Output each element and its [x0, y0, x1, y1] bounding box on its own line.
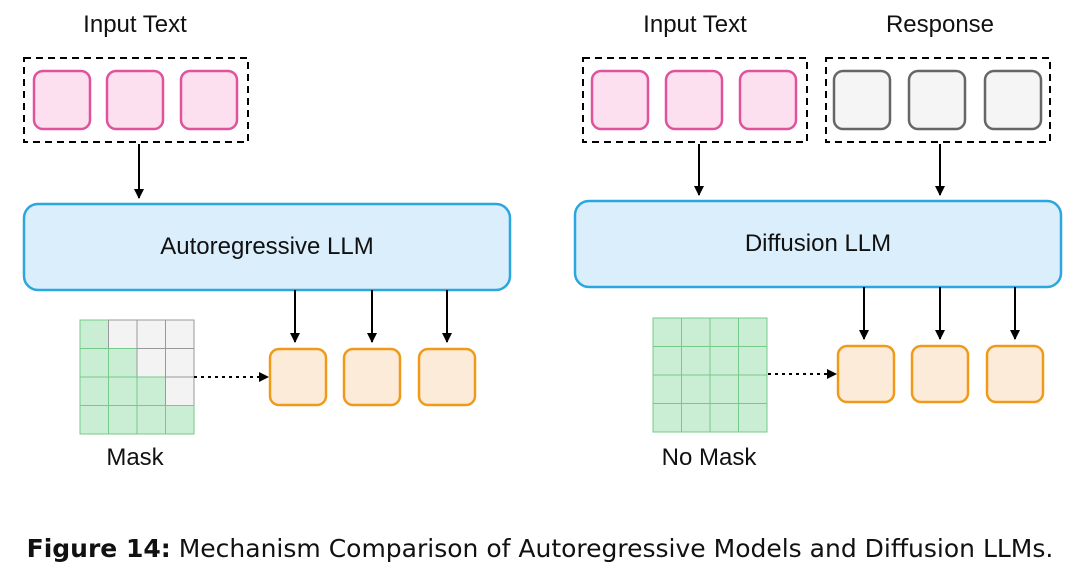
causal-mask-matrix	[79, 319, 195, 435]
mask-cell-visible	[681, 374, 711, 404]
mask-cell-visible	[681, 346, 711, 376]
diffusion-llm-box	[573, 199, 1063, 289]
right-input-group	[582, 57, 808, 143]
left-input-token	[105, 69, 165, 131]
right-input-token	[664, 69, 724, 131]
mask-cell-masked	[165, 348, 195, 378]
mask-cell-visible	[79, 319, 109, 349]
left-output-token	[417, 347, 477, 407]
mask-cell-visible	[652, 403, 682, 433]
mask-cell-visible	[709, 346, 739, 376]
left-input-text-label: Input Text	[83, 11, 187, 38]
caption-text: Mechanism Comparison of Autoregressive M…	[178, 534, 1054, 563]
autoregressive-llm-label: Autoregressive LLM	[160, 233, 373, 260]
mask-cell-masked	[165, 319, 195, 349]
mask-cell-visible	[79, 376, 109, 406]
left-input-token	[179, 69, 239, 131]
left-input-group	[23, 57, 249, 143]
left-input-token	[32, 69, 92, 131]
mask-cell-visible	[136, 405, 166, 435]
mask-cell-visible	[738, 374, 768, 404]
mask-cell-visible	[652, 346, 682, 376]
autoregressive-panel: Input Text Autoregressive LLM Mask	[22, 11, 512, 471]
response-group	[825, 57, 1051, 143]
right-input-text-label: Input Text	[643, 11, 747, 38]
mask-cell-visible	[108, 405, 138, 435]
mask-cell-visible	[652, 317, 682, 347]
mask-cell-masked	[108, 319, 138, 349]
mask-cell-visible	[709, 403, 739, 433]
no-mask-label: No Mask	[662, 444, 758, 471]
mechanism-diagram: Input Text Autoregressive LLM Mask Input…	[22, 11, 1063, 471]
full-attention-matrix	[652, 317, 768, 433]
mask-cell-visible	[738, 317, 768, 347]
left-output-token	[342, 347, 402, 407]
mask-cell-visible	[108, 348, 138, 378]
response-token	[907, 69, 967, 131]
left-output-token	[268, 347, 328, 407]
diffusion-llm-label: Diffusion LLM	[745, 230, 891, 257]
mask-cell-visible	[709, 317, 739, 347]
mask-cell-visible	[681, 403, 711, 433]
right-input-token	[590, 69, 650, 131]
response-token	[832, 69, 892, 131]
response-label: Response	[886, 11, 994, 38]
mask-cell-visible	[79, 405, 109, 435]
mask-cell-visible	[108, 376, 138, 406]
mask-cell-visible	[652, 374, 682, 404]
autoregressive-llm-box	[22, 202, 512, 292]
figure-caption: Figure 14: Mechanism Comparison of Autor…	[0, 534, 1080, 563]
response-token	[983, 69, 1043, 131]
right-output-token	[836, 344, 896, 404]
mask-cell-masked	[136, 319, 166, 349]
mask-cell-visible	[681, 317, 711, 347]
diffusion-panel: Input Text Response Diffusion LLM No Mas…	[573, 11, 1063, 471]
mask-cell-visible	[165, 405, 195, 435]
mask-cell-visible	[738, 403, 768, 433]
mask-cell-visible	[738, 346, 768, 376]
caption-label: Figure 14:	[26, 534, 171, 563]
right-input-token	[738, 69, 798, 131]
mask-cell-visible	[136, 376, 166, 406]
mask-cell-visible	[79, 348, 109, 378]
mask-cell-masked	[136, 348, 166, 378]
mask-label: Mask	[106, 444, 164, 471]
mask-cell-masked	[165, 376, 195, 406]
right-output-token	[985, 344, 1045, 404]
mask-cell-visible	[709, 374, 739, 404]
right-output-token	[910, 344, 970, 404]
